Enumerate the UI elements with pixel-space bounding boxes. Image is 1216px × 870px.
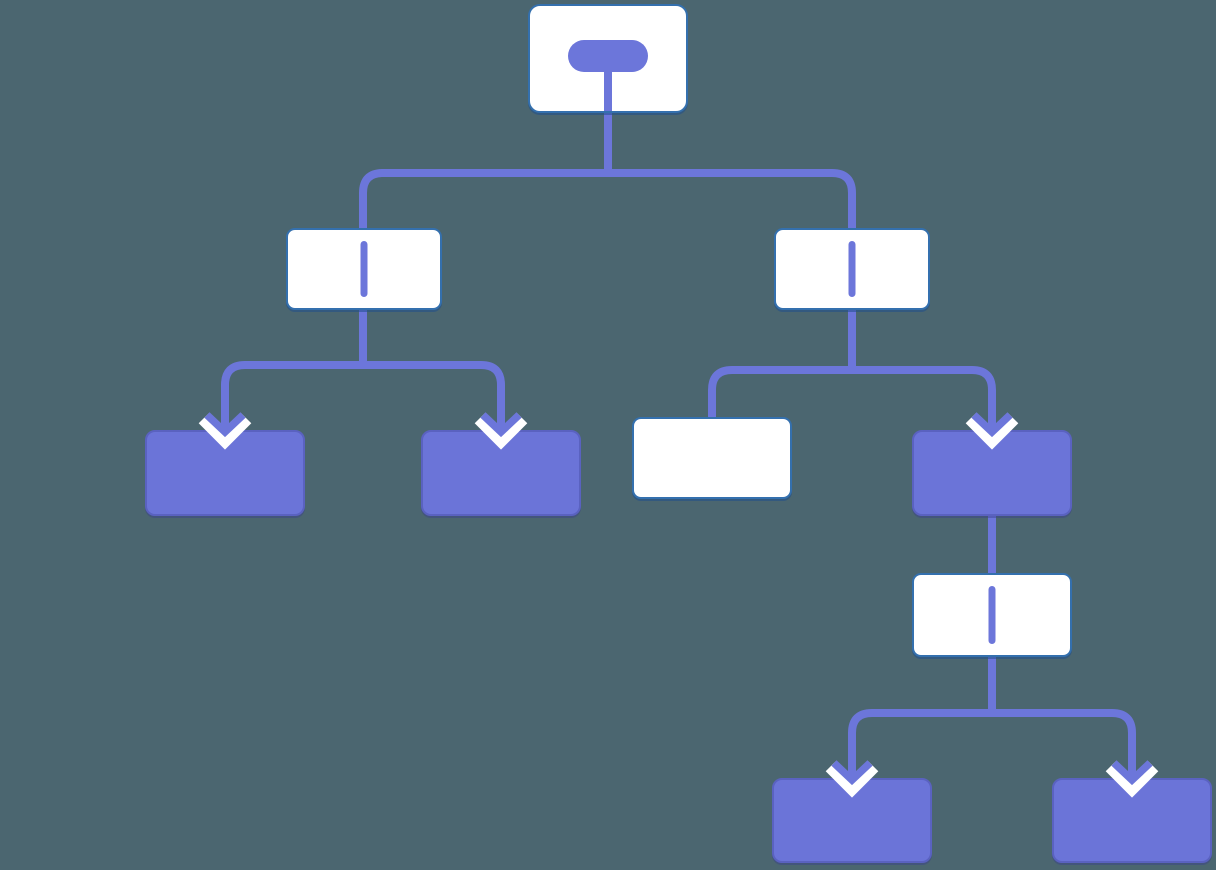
connector-line (848, 709, 1136, 748)
divider-bar-icon (988, 586, 996, 644)
node-leaf-6[interactable] (1052, 778, 1212, 863)
node-branch-left[interactable] (286, 228, 442, 310)
root-pill-stem (604, 68, 612, 111)
divider-bar-icon (848, 241, 856, 297)
divider-bar-icon (360, 241, 368, 297)
root-pill-icon (568, 40, 648, 72)
connector-line (221, 361, 505, 400)
connector-line (359, 169, 856, 228)
node-root[interactable] (528, 4, 688, 113)
node-branch-right[interactable] (774, 228, 930, 310)
node-leaf-3[interactable] (632, 417, 792, 499)
node-leaf-1[interactable] (145, 430, 305, 516)
connector-line (708, 366, 996, 417)
node-leaf-2[interactable] (421, 430, 581, 516)
node-branch-sub[interactable] (912, 573, 1072, 657)
node-leaf-4[interactable] (912, 430, 1072, 516)
node-leaf-5[interactable] (772, 778, 932, 863)
